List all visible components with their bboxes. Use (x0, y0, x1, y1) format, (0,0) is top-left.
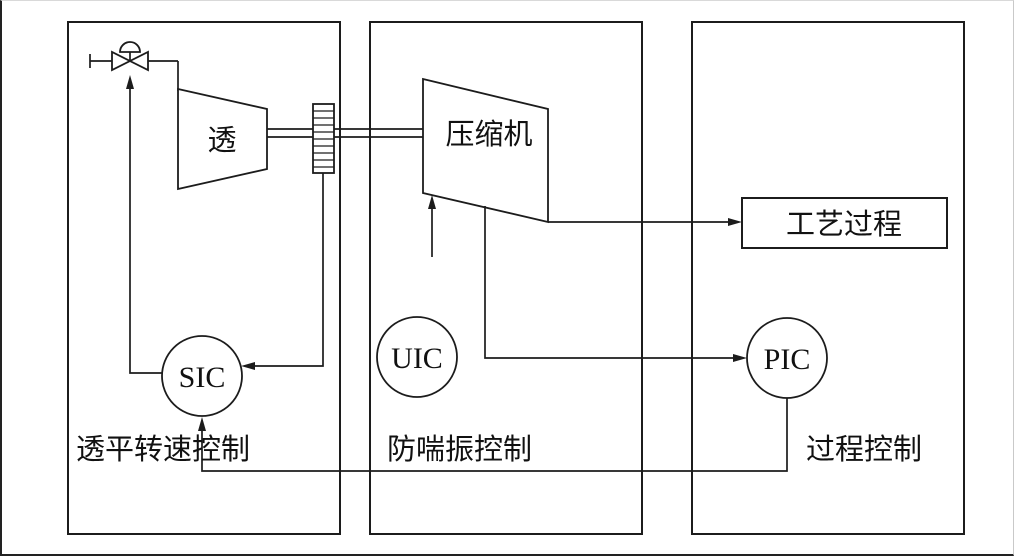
anti-surge-panel-box (369, 21, 643, 535)
valve-left-wedge (111, 50, 133, 72)
process-arrowhead (728, 218, 742, 226)
uic-arrowhead (428, 195, 436, 209)
valve-actuator-dome (119, 41, 141, 53)
turbine-label: 透 (207, 125, 236, 157)
anti-surge-panel-caption: 防喘振控制 (387, 433, 532, 466)
turbine-speed-panel-box (67, 21, 341, 535)
uic-label: UIC (391, 342, 443, 375)
control-valve-icon (111, 41, 149, 72)
sic-to-valve-line (129, 89, 162, 374)
turbine-panel-caption: 透平转速控制 (76, 433, 250, 466)
sic-circle (161, 335, 243, 417)
process-panel-caption: 过程控制 (806, 433, 922, 466)
coupling-icon (312, 103, 335, 174)
speed-signal-line (252, 173, 324, 367)
pic-arrowhead (733, 354, 747, 362)
speed-signal-arrowhead (241, 362, 255, 370)
valve-arrowhead (126, 75, 134, 89)
compressor-label: 压缩机 (445, 118, 532, 151)
sic-bottom-arrowhead (198, 417, 206, 431)
uic-circle (376, 316, 458, 398)
turbine-shape (177, 87, 268, 191)
process-label: 工艺过程 (786, 208, 902, 241)
process-box (741, 197, 948, 249)
surge-signal-line (484, 206, 743, 359)
process-control-panel-box (691, 21, 965, 535)
pic-label: PIC (764, 343, 811, 376)
sic-label: SIC (179, 361, 226, 394)
pic-to-sic-feedback-line (201, 398, 788, 472)
valve-right-wedge (127, 50, 149, 72)
